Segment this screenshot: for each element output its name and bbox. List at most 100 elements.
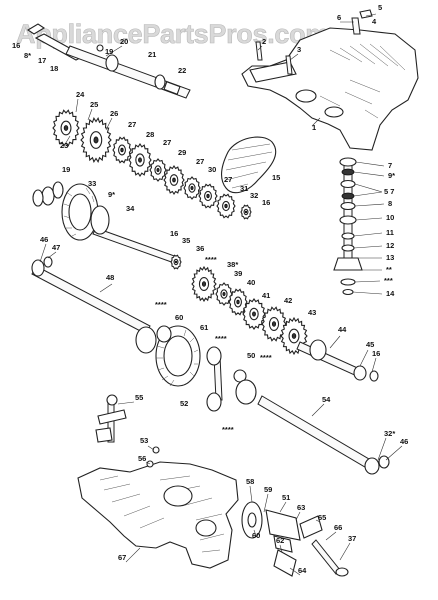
part-callout-l10: 10 [386, 213, 394, 222]
part-callout-l20: 20 [120, 37, 128, 46]
part-callout-l65: 65 [318, 513, 326, 522]
part-callout-l60b: 60 [252, 531, 260, 540]
top-axle-assembly [26, 23, 191, 99]
part-callout-l47: 47 [52, 243, 60, 252]
gear-28 [128, 142, 152, 178]
gear-23 [52, 109, 80, 147]
part-callout-l28: 28 [146, 130, 154, 139]
part-callout-l15: 15 [272, 173, 280, 182]
part-callout-l21: 21 [148, 50, 156, 59]
part-callout-l33: 33 [88, 179, 96, 188]
part-callout-l24: 24 [76, 90, 85, 99]
part-callout-l29: 29 [178, 148, 186, 157]
part-callout-l43: 43 [308, 308, 316, 317]
watermark-text: AppliancePartsPros.com [16, 19, 329, 49]
part-callout-l4se: **** [222, 425, 234, 434]
part-callout-l2: 2 [262, 37, 266, 46]
part-callout-l60: 60 [175, 313, 183, 322]
gear-38 [191, 265, 217, 303]
part-callout-l16d: 16 [372, 349, 380, 358]
part-callout-l12: 12 [386, 241, 394, 250]
part-callout-l48: 48 [106, 273, 114, 282]
part-callout-l16b: 16 [262, 198, 270, 207]
gear-41 [242, 298, 266, 330]
part-callout-l14: 14 [386, 289, 395, 298]
transaxle-lower-housing [77, 445, 239, 569]
upper-gear-cluster [52, 98, 252, 220]
part-callout-l44: 44 [338, 325, 347, 334]
part-callout-l52: 52 [180, 399, 188, 408]
gear-27a [112, 136, 132, 164]
gear-31 [216, 193, 236, 219]
part-callout-l22: 22 [178, 66, 186, 75]
part-callout-l27c: 27 [196, 157, 204, 166]
part-callout-l57: 5 7 [384, 187, 394, 196]
part-callout-l17: 17 [38, 56, 46, 65]
part-callout-l23: 23 [60, 141, 68, 150]
part-callout-l53: 53 [140, 436, 148, 445]
shift-stack-assembly [333, 157, 385, 296]
part-callout-l2s: ** [386, 265, 392, 274]
part-callout-l8b: 8 [388, 199, 392, 208]
part-callout-l42: 42 [284, 296, 292, 305]
part-callout-l58: 58 [246, 477, 254, 486]
part-callout-l3s: *** [384, 276, 393, 285]
part-callout-l55: 55 [135, 393, 143, 402]
part-callout-l16c: 16 [170, 229, 178, 238]
part-callout-l9b: 9* [108, 190, 115, 199]
part-callout-l6: 6 [337, 13, 341, 22]
part-callout-l8a: 8* [24, 51, 31, 60]
part-callout-l31: 31 [240, 184, 248, 193]
part-callout-l45: 45 [366, 340, 374, 349]
part-callout-l27a: 27 [128, 120, 136, 129]
washer-36 [170, 254, 182, 270]
part-callout-l64: 64 [298, 566, 307, 575]
part-callout-l30: 30 [208, 165, 216, 174]
part-callout-l56: 56 [138, 454, 146, 463]
gear-26 [80, 116, 112, 164]
transaxle-upper-housing [241, 9, 419, 151]
part-callout-l7: 7 [388, 161, 392, 170]
part-callout-l59: 59 [264, 485, 272, 494]
part-callout-l3: 3 [297, 45, 301, 54]
part-callout-l4sd: **** [260, 353, 272, 362]
part-callout-l5: 5 [378, 3, 382, 12]
gear-39 [215, 282, 233, 306]
gear-30 [198, 183, 218, 209]
part-callout-l13: 13 [386, 253, 394, 262]
part-callout-l16: 16 [12, 41, 20, 50]
part-callout-l19: 19 [105, 47, 113, 56]
part-callout-l63: 63 [297, 503, 305, 512]
part-callout-l27b: 27 [163, 138, 171, 147]
long-axle-48 [31, 243, 151, 335]
part-callout-l1: 1 [312, 123, 316, 132]
right-axles [257, 335, 403, 475]
gear-29 [163, 164, 185, 196]
gear-42 [261, 306, 287, 342]
part-callout-l61: 61 [200, 323, 208, 332]
part-callout-l35: 35 [182, 236, 190, 245]
part-callout-l39: 39 [234, 269, 242, 278]
part-callout-l46b: 46 [400, 437, 408, 446]
part-callout-l66: 66 [334, 523, 342, 532]
drive-chain [220, 136, 277, 194]
part-callout-l34: 34 [126, 204, 135, 213]
part-callout-l38: 38* [227, 260, 238, 269]
part-callout-l4: 4 [372, 17, 377, 26]
shift-lever [95, 394, 135, 443]
part-callout-l46a: 46 [40, 235, 48, 244]
part-callout-l4sc: **** [215, 334, 227, 343]
gear-27b [149, 158, 167, 182]
gear-40 [228, 288, 248, 316]
part-callout-l26: 26 [110, 109, 118, 118]
cluster-gear-shaft [32, 181, 181, 265]
washer-32 [240, 204, 252, 220]
gear-27c [183, 176, 201, 200]
part-callout-l62: 62 [276, 536, 284, 545]
part-callout-l4sb: **** [155, 300, 167, 309]
part-callout-l41: 41 [262, 291, 270, 300]
part-callout-l37: 37 [348, 534, 356, 543]
part-callout-l32: 32 [250, 191, 258, 200]
